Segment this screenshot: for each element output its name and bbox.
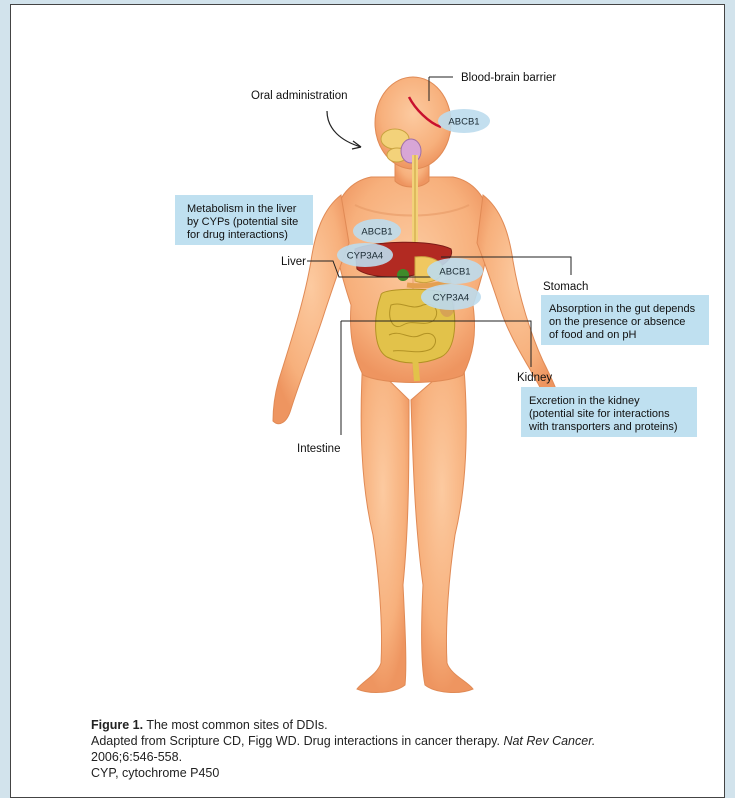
label-kidney: Kidney	[517, 372, 552, 384]
box-kidney-line-3: with transporters and proteins)	[528, 421, 678, 433]
box-gut-absorption: Absorption in the gut depends on the pre…	[541, 295, 709, 345]
box-liver-line-1: Metabolism in the liver	[187, 203, 297, 215]
label-stomach: Stomach	[543, 281, 588, 293]
figure-frame: ABCB1 ABCB1 CYP3A4 ABCB1 CYP3A4 Oral adm…	[10, 4, 725, 798]
pill-cyp3a4-liver-text: CYP3A4	[347, 251, 383, 262]
label-blood-brain-barrier: Blood-brain barrier	[461, 72, 556, 84]
label-liver: Liver	[281, 256, 306, 268]
gallbladder	[397, 269, 409, 281]
caption-figure-label: Figure 1.	[91, 718, 143, 732]
pill-cyp3a4-gut-text: CYP3A4	[433, 293, 469, 304]
pill-abcb1-liver-text: ABCB1	[361, 227, 392, 238]
box-kidney-line-2: (potential site for interactions	[529, 408, 670, 420]
rectum	[415, 357, 417, 381]
caption-abbreviation: CYP, cytochrome P450	[91, 765, 731, 781]
pill-abcb1-brain-text: ABCB1	[448, 117, 479, 128]
left-leg	[357, 355, 409, 692]
box-gut-line-2: on the presence or absence	[549, 316, 685, 328]
caption-source: Adapted from Scripture CD, Figg WD. Drug…	[91, 734, 503, 748]
figure-caption: Figure 1. The most common sites of DDIs.…	[91, 717, 731, 781]
pill-abcb1-liver: ABCB1	[353, 219, 401, 243]
pill-cyp3a4-gut: CYP3A4	[421, 284, 481, 310]
oral-arrow	[327, 111, 361, 147]
pill-cyp3a4-liver: CYP3A4	[337, 243, 393, 267]
caption-source-line: Adapted from Scripture CD, Figg WD. Drug…	[91, 733, 731, 749]
box-kidney-line-1: Excretion in the kidney	[529, 395, 640, 407]
caption-title-line: Figure 1. The most common sites of DDIs.	[91, 717, 731, 733]
box-liver-line-3: for drug interactions)	[187, 229, 288, 241]
box-liver-metabolism: Metabolism in the liver by CYPs (potenti…	[175, 195, 313, 245]
caption-title: The most common sites of DDIs.	[143, 718, 328, 732]
right-leg	[411, 355, 473, 692]
caption-year-line: 2006;6:546-558.	[91, 749, 731, 765]
pill-abcb1-gut-text: ABCB1	[439, 267, 470, 278]
caption-journal: Nat Rev Cancer.	[503, 734, 595, 748]
pill-abcb1-gut: ABCB1	[427, 258, 483, 284]
box-kidney-excretion: Excretion in the kidney (potential site …	[521, 387, 697, 437]
box-gut-line-1: Absorption in the gut depends	[549, 303, 696, 315]
pill-abcb1-brain: ABCB1	[438, 109, 490, 133]
box-gut-line-3: of food and on pH	[549, 329, 637, 341]
human-body-diagram: ABCB1 ABCB1 CYP3A4 ABCB1 CYP3A4 Oral adm…	[11, 5, 724, 705]
label-oral-administration: Oral administration	[251, 90, 348, 102]
box-liver-line-2: by CYPs (potential site	[187, 216, 298, 228]
label-intestine: Intestine	[297, 443, 340, 455]
